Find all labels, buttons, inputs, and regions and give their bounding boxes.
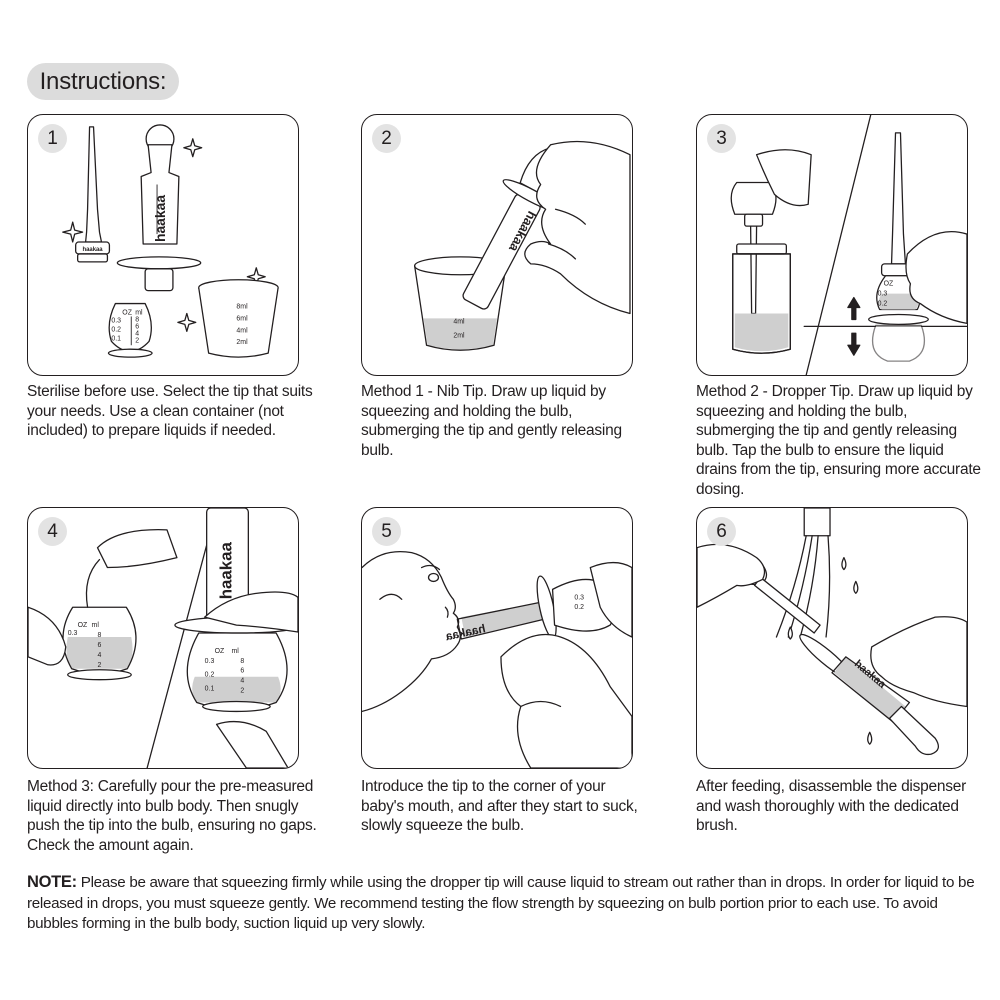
svg-text:6: 6 — [240, 668, 244, 675]
svg-text:6ml: 6ml — [236, 315, 248, 322]
svg-text:ml: ml — [135, 309, 143, 316]
svg-text:4ml: 4ml — [453, 318, 465, 325]
step-number: 5 — [372, 517, 401, 546]
svg-text:0.3: 0.3 — [68, 630, 78, 637]
step-6-illustration: 6 haakaa — [696, 507, 968, 769]
svg-text:0.1: 0.1 — [205, 686, 215, 693]
page-title: Instructions: — [27, 63, 179, 100]
svg-text:ml: ml — [231, 648, 239, 655]
svg-text:0.2: 0.2 — [111, 326, 121, 333]
sparkle-icon — [62, 221, 84, 243]
step-number: 1 — [38, 124, 67, 153]
step-1-illustration: 1 haakaa haakaa OZ ml 0.3 0.2 0.1 8 6 4 … — [27, 114, 299, 376]
svg-text:0.3: 0.3 — [574, 594, 584, 601]
brand-label: haakaa — [216, 541, 235, 599]
note-paragraph: NOTE: Please be aware that squeezing fir… — [27, 872, 982, 935]
step-4-caption: Method 3: Carefully pour the pre-measure… — [27, 778, 317, 854]
svg-text:6: 6 — [98, 642, 102, 649]
svg-text:OZ: OZ — [122, 309, 132, 316]
step-2-caption: Method 1 - Nib Tip. Draw up liquid by sq… — [361, 383, 622, 459]
svg-text:4ml: 4ml — [236, 327, 248, 334]
svg-text:8ml: 8ml — [236, 304, 248, 311]
step-4-illustration: 4 OZ ml 0.3 8 6 4 2 haakaa OZ ml 0.3 0.2… — [27, 507, 299, 769]
svg-text:2ml: 2ml — [236, 339, 248, 346]
svg-text:0.3: 0.3 — [205, 658, 215, 665]
step-number: 4 — [38, 517, 67, 546]
brand-label: haakaa — [444, 621, 487, 643]
step-6-caption: After feeding, disassemble the dispenser… — [696, 778, 967, 835]
note-label: NOTE: — [27, 873, 77, 891]
brand-label: haakaa — [152, 195, 168, 242]
step-5-caption: Introduce the tip to the corner of your … — [361, 778, 638, 835]
svg-text:2: 2 — [98, 662, 102, 669]
svg-text:0.2: 0.2 — [205, 672, 215, 679]
svg-text:0.3: 0.3 — [111, 317, 121, 324]
svg-text:OZ: OZ — [884, 281, 894, 288]
step-2-illustration: 2 4ml 2ml haakaa — [361, 114, 633, 376]
step-number: 2 — [372, 124, 401, 153]
svg-text:OZ: OZ — [78, 622, 88, 629]
svg-text:2: 2 — [135, 337, 139, 344]
svg-text:6: 6 — [135, 323, 139, 330]
step-3-caption: Method 2 - Dropper Tip. Draw up liquid b… — [696, 383, 981, 498]
svg-text:0.1: 0.1 — [111, 335, 121, 342]
svg-text:0.2: 0.2 — [574, 604, 584, 611]
svg-text:2ml: 2ml — [453, 332, 465, 339]
sparkle-icon — [183, 138, 203, 158]
step-number: 6 — [707, 517, 736, 546]
svg-text:ml: ml — [92, 622, 100, 629]
step-3-illustration: 3 OZ 0.3 0.2 — [696, 114, 968, 376]
svg-text:4: 4 — [240, 678, 244, 685]
svg-text:OZ: OZ — [215, 648, 225, 655]
step-number: 3 — [707, 124, 736, 153]
svg-text:0.2: 0.2 — [878, 301, 888, 308]
svg-text:2: 2 — [240, 688, 244, 695]
brand-label: haakaa — [82, 247, 103, 253]
step-5-illustration: 5 haakaa 0.3 0.2 — [361, 507, 633, 769]
sparkle-icon — [177, 312, 197, 332]
svg-text:8: 8 — [98, 632, 102, 639]
note-text: Please be aware that squeezing firmly wh… — [27, 874, 975, 932]
svg-text:4: 4 — [135, 330, 139, 337]
svg-text:8: 8 — [240, 658, 244, 665]
arrow-down-icon — [847, 332, 861, 356]
arrow-up-icon — [847, 296, 861, 321]
svg-text:0.3: 0.3 — [878, 291, 888, 298]
svg-text:4: 4 — [98, 652, 102, 659]
svg-text:8: 8 — [135, 316, 139, 323]
step-1-caption: Sterilise before use. Select the tip tha… — [27, 383, 313, 440]
